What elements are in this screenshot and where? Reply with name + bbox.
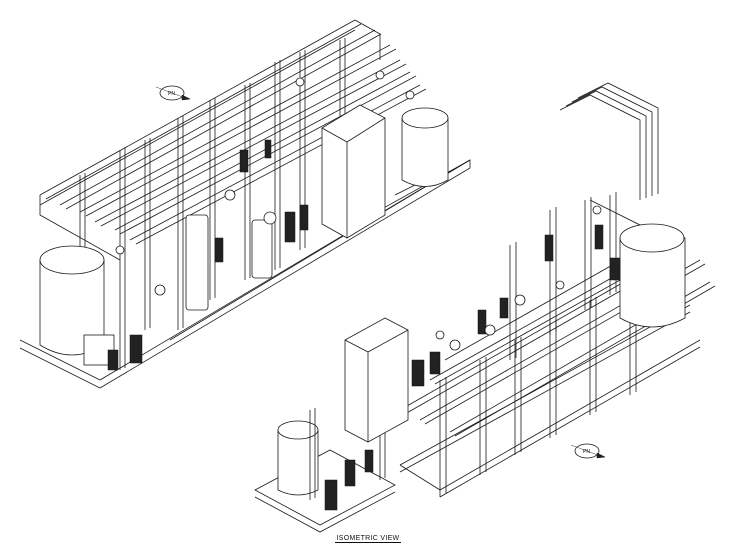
upper-skid-assembly [19,19,471,389]
lower-control-cabinet [344,317,409,443]
view-caption-text: ISOMETRIC VIEW [334,535,402,543]
upper-cartridge-housings [83,214,273,366]
lower-small-skid [254,398,396,533]
lower-inlet-pipes [559,82,661,236]
lower-frame [399,192,701,498]
north-marker-upper: PN [155,85,191,101]
north-marker-upper-label: PN [168,91,175,97]
upper-pumps-valves [107,70,415,371]
upper-base-frame [19,159,471,389]
north-marker-lower-label: PN [583,449,590,455]
upper-control-cabinet [321,104,386,239]
lower-pumps-valves [411,205,621,387]
view-caption: ISOMETRIC VIEW [0,535,736,543]
lower-tank-right [619,223,686,328]
lower-skid-assembly [254,82,716,533]
upper-tank-right [401,107,449,187]
upper-vertical-risers [79,38,346,370]
north-marker-lower: PN [570,443,606,459]
